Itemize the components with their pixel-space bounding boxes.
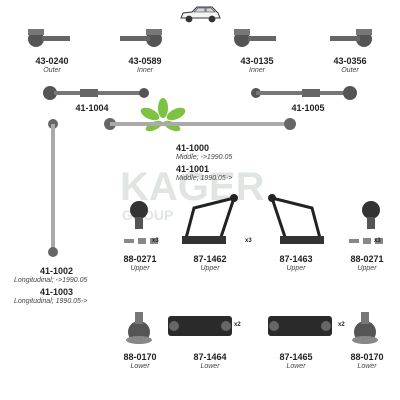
ball-joint-upper-left-image [124,200,154,230]
part-note: Inner [137,67,153,74]
part-number: 87-1464 [193,352,227,362]
qty-badge-x3: x3 [245,238,252,244]
label-43-0356: 43-0356 Outer [310,56,390,75]
part-number: 43-0589 [128,56,162,66]
ball-joint-upper-right-image [356,200,386,230]
label-43-0135: 43-0135 Inner [217,56,297,75]
part-number: 41-1000 [176,143,210,153]
part-note: Lower [200,363,220,370]
label-41-1001: 41-1001 Middle; 1990.05-> [176,164,232,183]
part-note: Outer [43,67,61,74]
tie-rod-right-image [248,82,360,104]
label-87-1463: 87-1463 Upper [256,254,336,273]
part-note: Upper [357,265,377,272]
label-43-0589: 43-0589 Inner [105,56,185,75]
part-number: 43-0240 [35,56,69,66]
ball-joint-lower-right-image [348,310,382,346]
control-arm-upper-right-image [266,192,326,250]
part-number: 88-0170 [350,352,384,362]
part-note: Middle; ->1990.05 [176,154,233,161]
part-number: 87-1462 [193,254,227,264]
control-arm-lower-left-image [164,310,238,342]
label-87-1462: 87-1462 Upper [170,254,250,273]
car-icon [178,4,222,24]
label-88-0170-right: 88-0170 Lower [327,352,400,371]
label-41-1002: 41-1002 Longitudinal; ->1990.05 [14,266,87,285]
part-number: 41-1005 [291,103,325,113]
part-number: 87-1465 [279,352,313,362]
kager-watermark: KAGER GROUP [110,160,310,240]
label-41-1004: 41-1004 [52,103,132,113]
qty-badge-x2-left: x2 [234,322,241,328]
ball-joint-lower-left-image [122,310,156,346]
part-number: 43-0356 [333,56,367,66]
part-note: Inner [249,67,265,74]
qty-badge-x3-right: x3 [374,238,381,244]
part-note: Upper [130,265,150,272]
qty-badge-x3-left: x3 [152,238,159,244]
part-note: Longitudinal; ->1990.05 [14,277,88,284]
part-number: 43-0135 [240,56,274,66]
part-note: Upper [286,265,306,272]
tie-rod-end-inner-right-image [228,24,278,54]
ball-joint-upper-left-hardware [124,236,164,246]
part-note: Longitudinal; 1990.05-> [14,298,88,305]
label-87-1464: 87-1464 Lower [170,352,250,371]
tie-rod-end-outer-left-image [22,24,72,54]
part-number: 41-1004 [75,103,109,113]
part-note: Middle; 1990.05-> [176,175,233,182]
part-note: Lower [357,363,377,370]
watermark-logo-text: KAGER [120,165,265,209]
qty-badge-x2-right: x2 [338,322,345,328]
label-88-0271-left: 88-0271 Upper [100,254,180,273]
control-arm-upper-left-image [180,192,240,250]
part-number: 88-0271 [123,254,157,264]
part-note: Lower [130,363,150,370]
longitudinal-rod-image [46,118,60,258]
label-43-0240: 43-0240 Outer [12,56,92,75]
part-number: 41-1001 [176,164,210,174]
label-41-1000: 41-1000 Middle; ->1990.05 [176,143,232,162]
label-88-0271-right: 88-0271 Upper [327,254,400,273]
ball-joint-upper-right-hardware [349,236,389,246]
label-87-1465: 87-1465 Lower [256,352,336,371]
part-note: Lower [286,363,306,370]
part-number: 88-0271 [350,254,384,264]
tie-rod-left-image [40,82,152,104]
part-number: 41-1003 [40,287,74,297]
label-88-0170-left: 88-0170 Lower [100,352,180,371]
part-number: 88-0170 [123,352,157,362]
part-number: 41-1002 [40,266,74,276]
control-arm-lower-right-image [264,310,338,342]
part-note: Outer [341,67,359,74]
label-41-1003: 41-1003 Longitudinal; 1990.05-> [14,287,87,306]
part-note: Upper [200,265,220,272]
tie-rod-end-outer-right-image [328,24,378,54]
center-link-image [100,114,300,134]
part-number: 87-1463 [279,254,313,264]
label-41-1005: 41-1005 [268,103,348,113]
tie-rod-end-inner-left-image [118,24,168,54]
